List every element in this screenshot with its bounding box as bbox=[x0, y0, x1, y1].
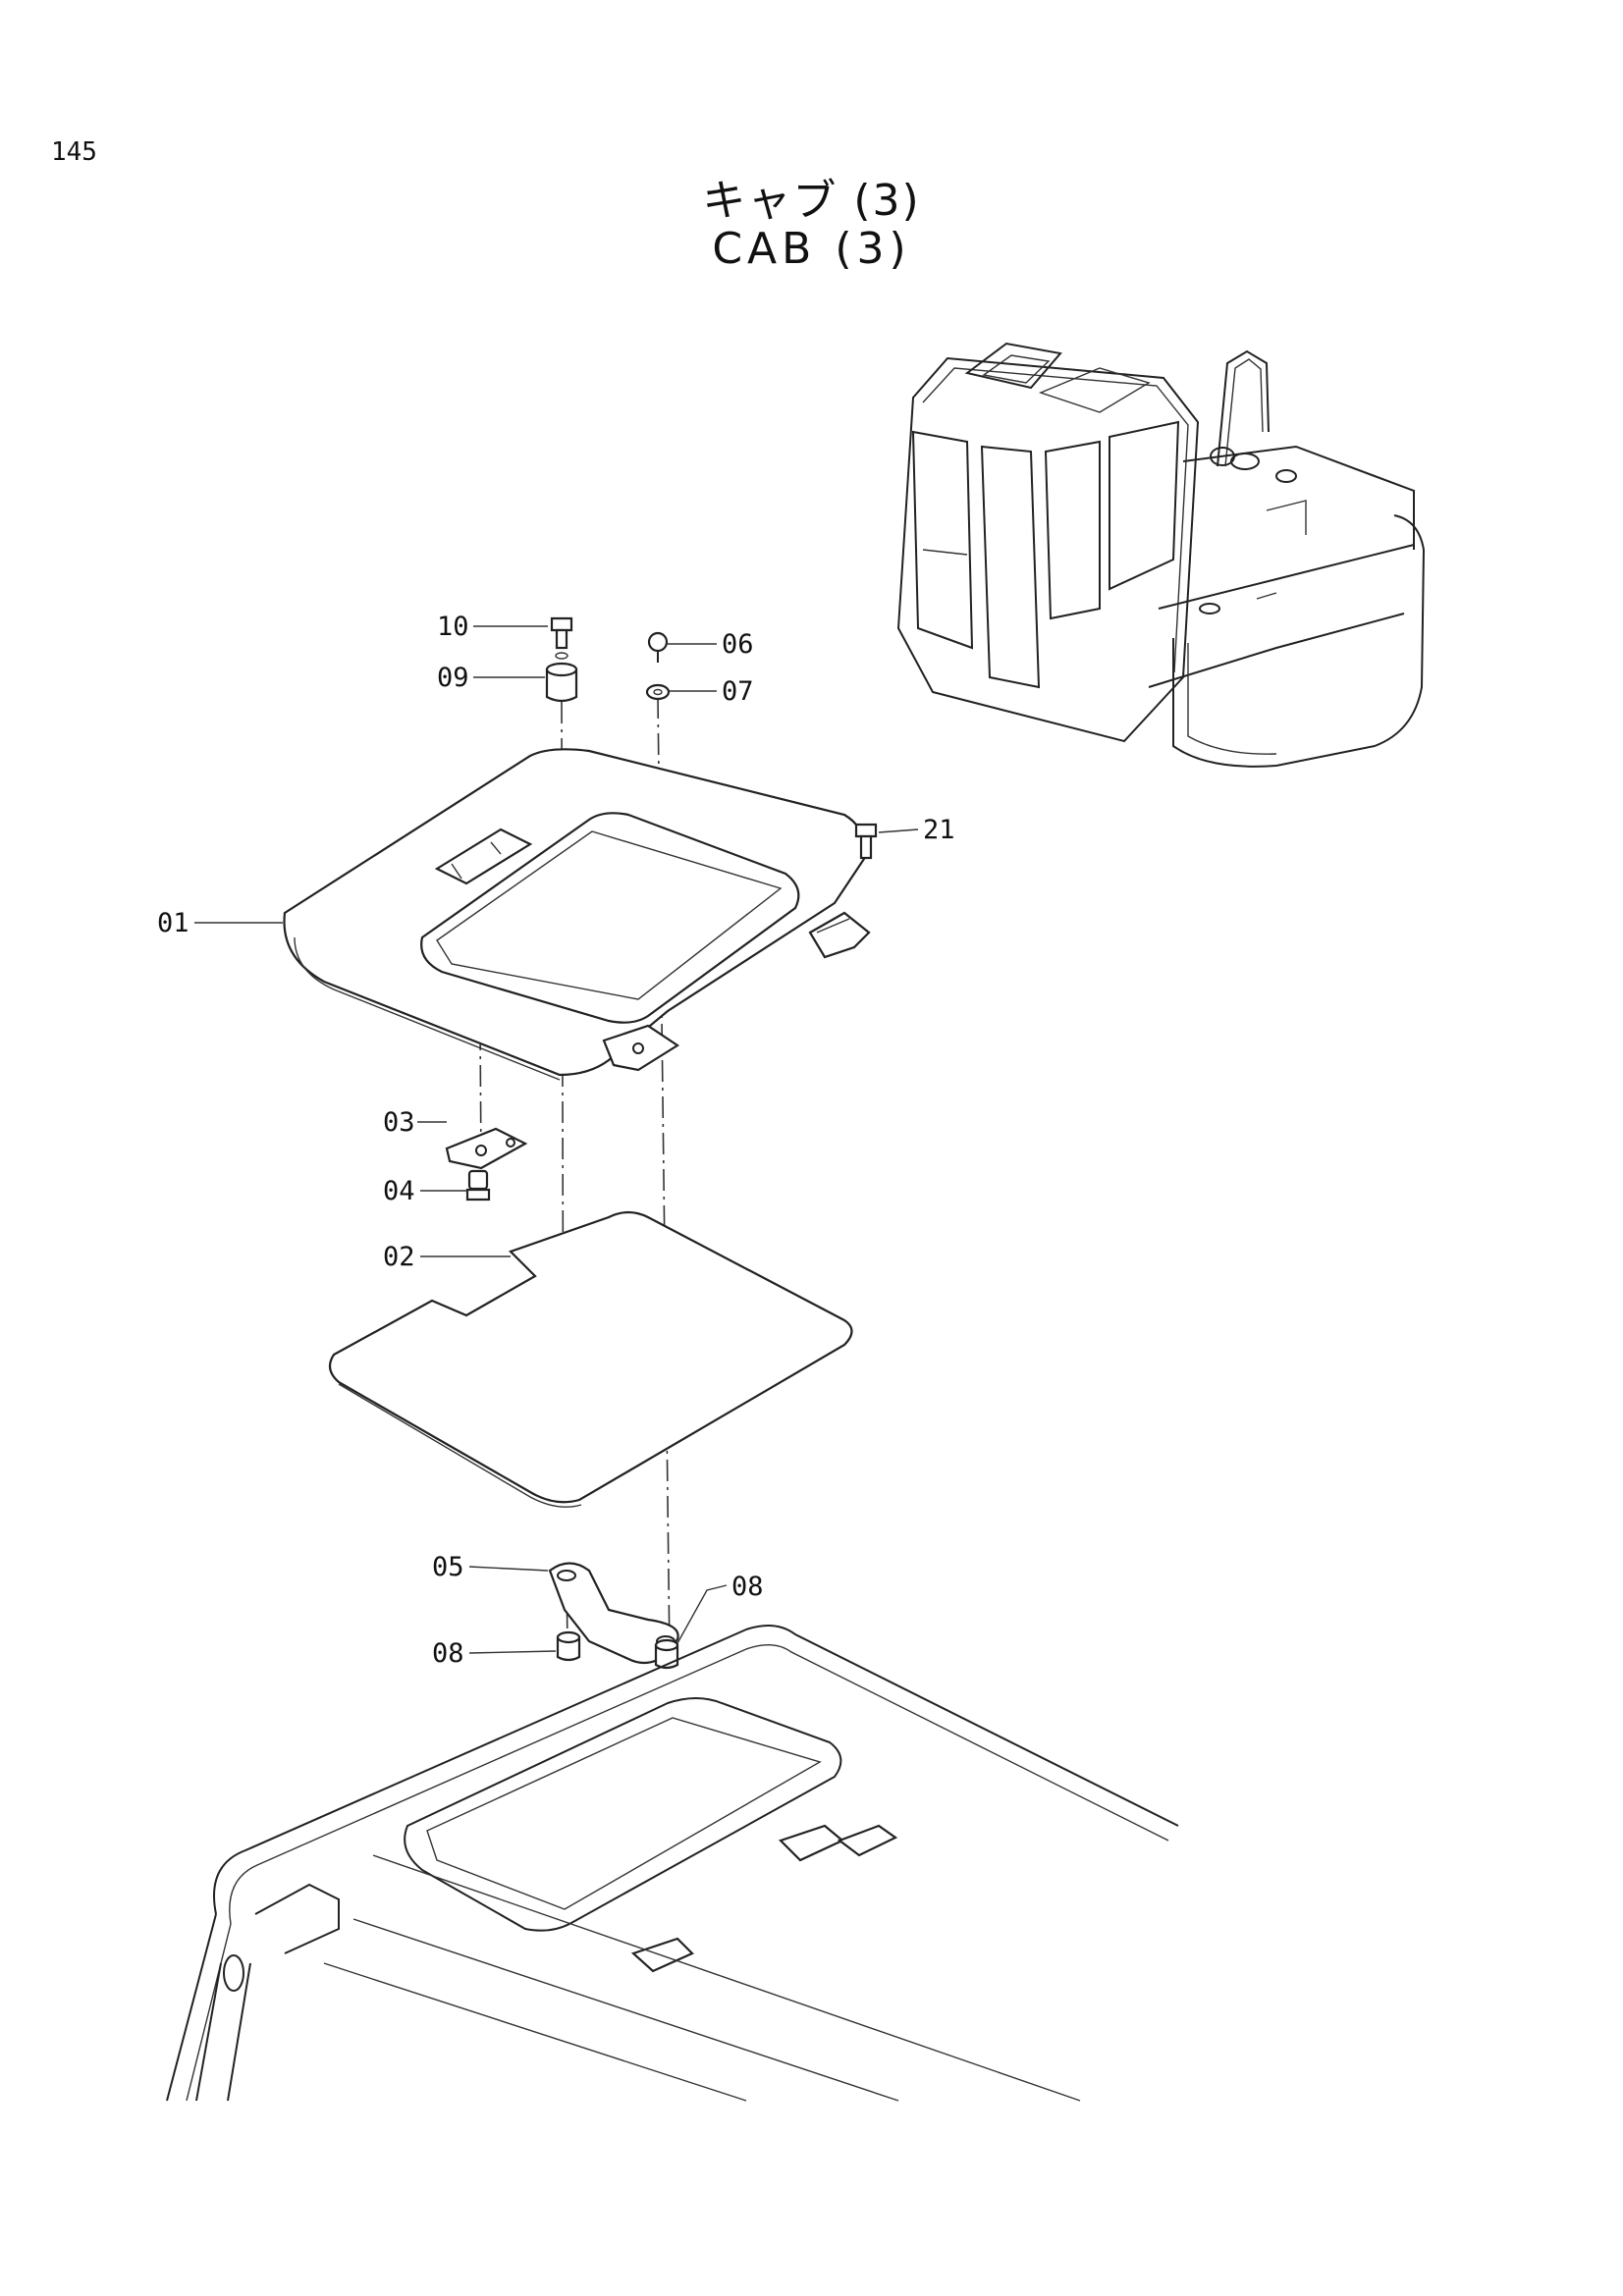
leader-lines bbox=[194, 625, 919, 1654]
callout-09: 09 bbox=[437, 663, 469, 693]
part-09-spacer bbox=[545, 662, 578, 703]
callout-03: 03 bbox=[383, 1107, 415, 1138]
callout-02: 02 bbox=[383, 1242, 415, 1272]
part-08-nut-left bbox=[556, 1630, 581, 1662]
callout-08-right: 08 bbox=[731, 1572, 764, 1602]
part-02-inner-panel bbox=[328, 1210, 853, 1508]
page-title-english: CAB (3) bbox=[712, 224, 911, 274]
callout-05: 05 bbox=[432, 1552, 464, 1582]
callout-10: 10 bbox=[437, 612, 469, 642]
callout-01: 01 bbox=[157, 908, 189, 938]
part-06-screw bbox=[647, 631, 669, 663]
part-10-bolt bbox=[550, 616, 573, 660]
callout-07: 07 bbox=[722, 676, 754, 707]
part-07-washer bbox=[645, 683, 671, 701]
callout-04: 04 bbox=[383, 1176, 415, 1206]
part-03-bracket bbox=[445, 1127, 528, 1170]
part-21-bolt bbox=[854, 823, 878, 860]
part-04-bolt bbox=[465, 1169, 491, 1201]
machine-overview-illustration bbox=[896, 342, 1426, 768]
part-01-hatch-frame bbox=[283, 748, 871, 1081]
cab-roof-illustration bbox=[166, 1625, 1179, 2102]
page-title-japanese: キャブ (3) bbox=[702, 176, 921, 226]
page-number: 145 bbox=[51, 137, 97, 167]
callout-21: 21 bbox=[923, 815, 955, 845]
callout-06: 06 bbox=[722, 629, 754, 660]
callout-08-left: 08 bbox=[432, 1638, 464, 1669]
